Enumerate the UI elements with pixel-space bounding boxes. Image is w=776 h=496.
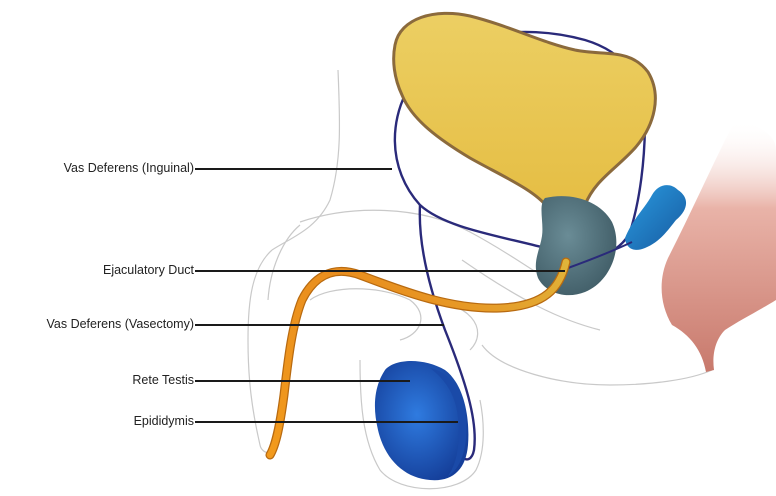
bladder (394, 13, 656, 268)
rectum (662, 120, 776, 372)
label-vas-deferens-vasectomy: Vas Deferens (Vasectomy) (0, 317, 194, 331)
label-rete-testis: Rete Testis (0, 373, 194, 387)
testis (375, 361, 468, 480)
prostate (536, 196, 617, 295)
label-ejaculatory-duct: Ejaculatory Duct (0, 263, 194, 277)
label-vas-deferens-inguinal: Vas Deferens (Inguinal) (0, 161, 194, 175)
label-epididymis: Epididymis (0, 414, 194, 428)
